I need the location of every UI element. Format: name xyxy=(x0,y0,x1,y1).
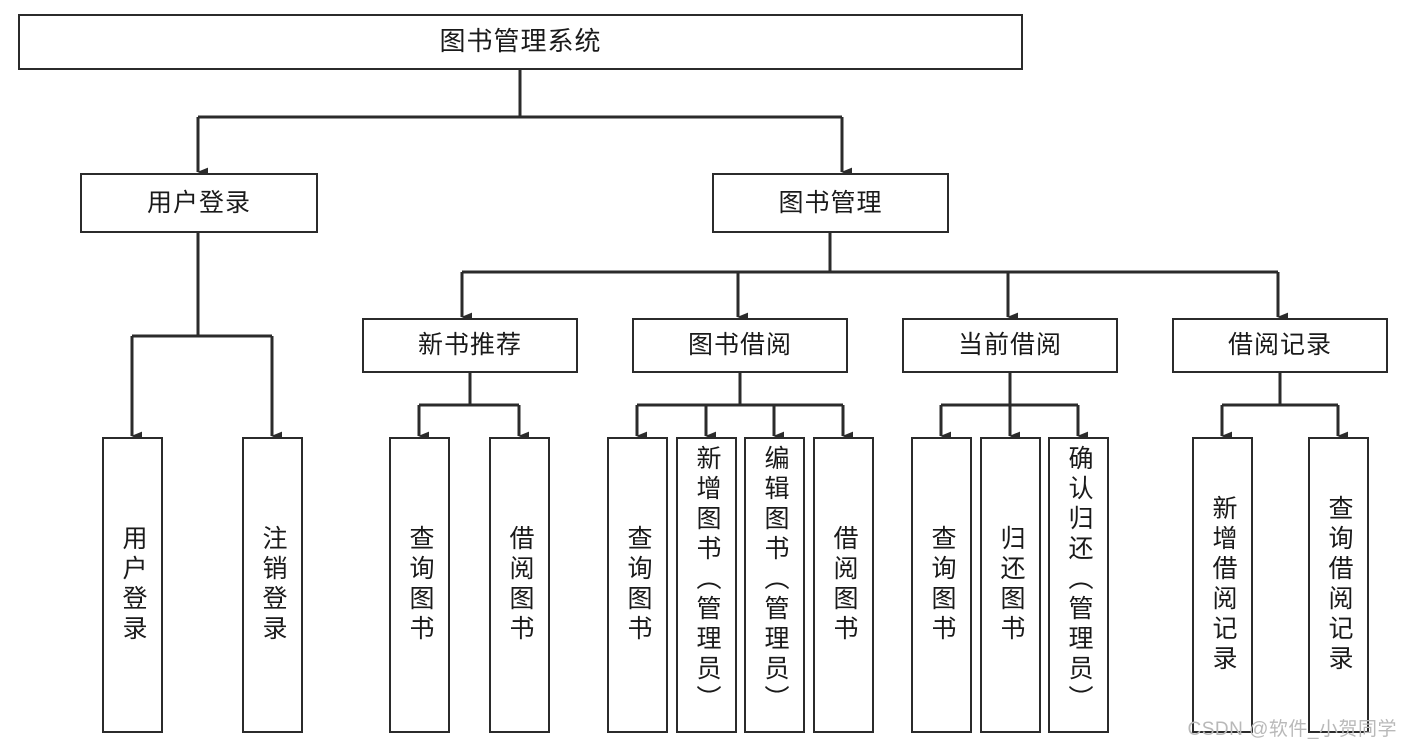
node-label: 图书借阅 xyxy=(687,331,792,360)
node-label: 新书推荐 xyxy=(417,331,522,360)
node-label: 确认归还（管理员） xyxy=(1065,445,1093,715)
leaf-node-borrow-book-newbook[interactable]: 借阅图书 xyxy=(489,437,550,733)
node-label: 用户登录 xyxy=(119,525,147,645)
node-borrow-record[interactable]: 借阅记录 xyxy=(1172,318,1388,373)
node-label: 注销登录 xyxy=(259,525,287,645)
leaf-node-add-borrow-record[interactable]: 新增借阅记录 xyxy=(1192,437,1253,733)
leaf-node-return-book[interactable]: 归还图书 xyxy=(980,437,1041,733)
leaf-node-borrow-book-borrow[interactable]: 借阅图书 xyxy=(813,437,874,733)
node-book-borrow[interactable]: 图书借阅 xyxy=(632,318,848,373)
node-label: 借阅记录 xyxy=(1227,331,1332,360)
node-label: 图书管理系统 xyxy=(439,26,602,57)
leaf-node-query-book-newbook[interactable]: 查询图书 xyxy=(389,437,450,733)
csdn-watermark: CSDN @软件_小贺同学 xyxy=(1187,719,1397,740)
node-new-book-recommend[interactable]: 新书推荐 xyxy=(362,318,578,373)
node-label: 图书管理 xyxy=(778,188,883,217)
leaf-node-query-borrow-record[interactable]: 查询借阅记录 xyxy=(1308,437,1369,733)
node-label: 归还图书 xyxy=(997,525,1025,645)
node-label: 查询图书 xyxy=(406,525,434,645)
node-label: 新增借阅记录 xyxy=(1209,495,1237,675)
node-label: 新增图书（管理员） xyxy=(693,445,721,715)
node-label: 查询借阅记录 xyxy=(1325,495,1353,675)
node-label: 当前借阅 xyxy=(957,331,1062,360)
leaf-node-logout[interactable]: 注销登录 xyxy=(242,437,303,733)
node-root-book-management-system[interactable]: 图书管理系统 xyxy=(18,14,1023,70)
node-label: 借阅图书 xyxy=(506,525,534,645)
node-label: 借阅图书 xyxy=(830,525,858,645)
leaf-node-add-book-admin[interactable]: 新增图书（管理员） xyxy=(676,437,737,733)
node-current-borrow[interactable]: 当前借阅 xyxy=(902,318,1118,373)
node-label: 编辑图书（管理员） xyxy=(761,445,789,715)
leaf-node-confirm-return-admin[interactable]: 确认归还（管理员） xyxy=(1048,437,1109,733)
leaf-node-query-book-borrow[interactable]: 查询图书 xyxy=(607,437,668,733)
node-label: 查询图书 xyxy=(624,525,652,645)
leaf-node-edit-book-admin[interactable]: 编辑图书（管理员） xyxy=(744,437,805,733)
leaf-node-user-login[interactable]: 用户登录 xyxy=(102,437,163,733)
node-book-management[interactable]: 图书管理 xyxy=(712,173,949,233)
node-label: 用户登录 xyxy=(146,188,251,217)
leaf-node-query-book-current[interactable]: 查询图书 xyxy=(911,437,972,733)
node-user-login[interactable]: 用户登录 xyxy=(80,173,318,233)
node-label: 查询图书 xyxy=(928,525,956,645)
